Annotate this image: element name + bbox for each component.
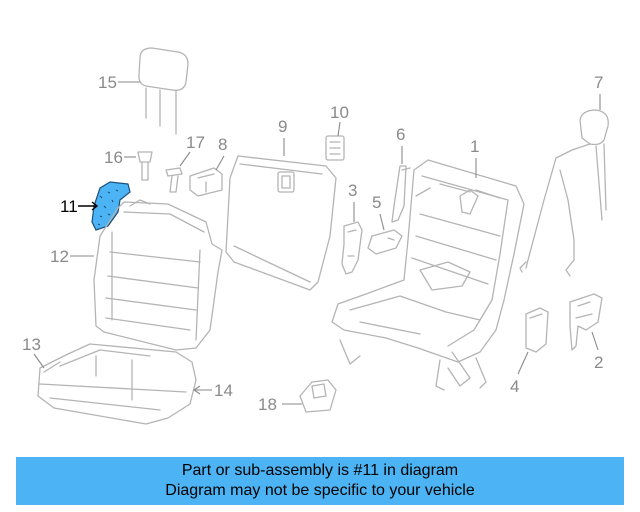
callout-6: 6	[396, 125, 405, 144]
part-12-seatback	[93, 199, 223, 351]
callout-13: 13	[22, 335, 41, 354]
part-1-frame	[331, 159, 525, 391]
parts-diagram: 15 16 17 8 11 12 9	[22, 47, 609, 425]
callout-2: 2	[594, 353, 603, 372]
part-16-bolt	[137, 151, 153, 181]
callout-9: 9	[278, 117, 287, 136]
info-banner: Part or sub-assembly is #11 in diagram D…	[16, 457, 624, 505]
part-5-handle	[367, 229, 403, 255]
callout-1: 1	[470, 137, 479, 156]
callout-10: 10	[330, 103, 349, 122]
banner-line-2: Diagram may not be specific to your vehi…	[165, 482, 475, 499]
part-9-panel	[225, 155, 337, 291]
callout-7: 7	[594, 73, 603, 92]
callout-4: 4	[510, 377, 519, 396]
part-18-bracket	[299, 379, 337, 413]
part-2-bracket	[569, 293, 603, 351]
part-17-bolt	[165, 167, 183, 193]
part-4-cover	[525, 307, 549, 353]
callout-8: 8	[218, 135, 227, 154]
part-11-highlighted	[91, 181, 131, 231]
callout-14: 14	[214, 381, 233, 400]
part-3-latch	[341, 221, 363, 275]
callout-11: 11	[60, 197, 78, 216]
part-13-pad	[37, 343, 197, 425]
part-10-clip	[325, 135, 345, 161]
callout-18: 18	[258, 395, 277, 414]
callout-17: 17	[186, 133, 205, 152]
callout-16: 16	[104, 148, 123, 167]
callout-5: 5	[372, 193, 381, 212]
callout-12: 12	[50, 247, 69, 266]
part-6-trim	[391, 165, 411, 223]
callout-15: 15	[98, 73, 117, 92]
part-7-belt	[519, 109, 609, 277]
part-15-headrest	[138, 47, 189, 135]
part-8-bracket	[189, 167, 223, 197]
banner-line-1: Part or sub-assembly is #11 in diagram	[181, 462, 459, 479]
callout-3: 3	[348, 181, 357, 200]
